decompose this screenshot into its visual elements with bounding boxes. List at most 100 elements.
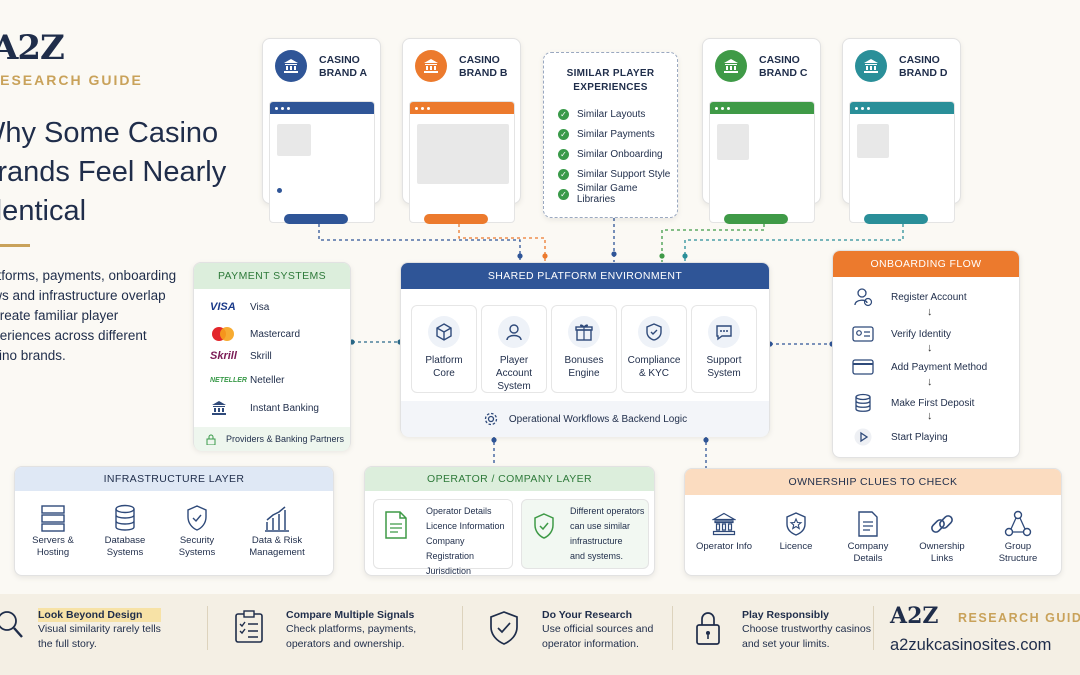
infrastructure-title: INFRASTRUCTURE LAYER	[15, 467, 333, 491]
subtitle-line-1: Platforms, payments, onboarding	[0, 268, 177, 283]
visa-logo: VISA	[210, 301, 236, 313]
onboarding-step: Make First Deposit	[851, 393, 974, 413]
subtitle-line-5: casino brands.	[0, 348, 66, 363]
footer-strip	[0, 594, 1080, 675]
operator-note-line: infrastructure	[570, 536, 623, 546]
shield-check-icon	[532, 512, 556, 540]
operator-layer-card: OPERATOR / COMPANY LAYER Operator Detail…	[364, 466, 655, 576]
brand-screen	[849, 101, 955, 224]
clue-operator-info: Operator Info	[689, 507, 759, 553]
brand-screen	[409, 101, 515, 224]
footer-logo: A2Z	[890, 603, 939, 629]
bar-chart-icon	[241, 501, 313, 535]
onboarding-step: Add Payment Method	[851, 359, 987, 375]
image-placeholder-icon	[417, 124, 509, 184]
subtitle-line-2: flows and infrastructure overlap	[0, 288, 166, 303]
play-icon	[851, 427, 875, 447]
onboarding-step: Register Account	[851, 287, 967, 307]
operator-note-line: can use similar	[570, 521, 631, 531]
bank-icon	[415, 50, 447, 82]
similar-item: ✓Similar Layouts	[558, 104, 677, 124]
brand-screen	[709, 101, 815, 224]
footer-site-link[interactable]: a2zukcasinosites.com	[890, 636, 1052, 654]
onboarding-title: ONBOARDING FLOW	[833, 251, 1019, 277]
subtitle-line-3: to create familiar player	[0, 308, 119, 323]
image-placeholder-icon	[277, 124, 311, 156]
footer-divider	[873, 606, 874, 650]
operator-title: OPERATOR / COMPANY LAYER	[365, 467, 654, 491]
building-icon	[689, 507, 759, 541]
module-compliance-kyc: Compliance& KYC	[621, 305, 687, 393]
title-line-2: Brands Feel Nearly	[0, 156, 227, 188]
brand-screen	[269, 101, 375, 224]
org-chart-icon	[983, 507, 1053, 541]
operator-note-line: and systems.	[570, 551, 624, 561]
infrastructure-layer-card: INFRASTRUCTURE LAYER Servers &Hosting Da…	[14, 466, 334, 576]
gear-icon	[483, 411, 499, 427]
clue-licence: Licence	[761, 507, 831, 553]
bank-icon	[855, 50, 887, 82]
id-card-icon	[851, 325, 875, 343]
title-divider	[0, 244, 30, 247]
operator-detail-item: Operator Details	[426, 506, 492, 516]
magnifier-icon	[0, 610, 24, 652]
operator-detail-item: Jurisdiction	[426, 566, 472, 576]
footer-logo-subtitle: RESEARCH GUIDE	[958, 611, 1080, 625]
page-subtitle: Platforms, payments, onboarding flows an…	[0, 266, 176, 366]
operator-detail-item: Licence Information	[426, 521, 505, 531]
user-icon	[498, 316, 530, 348]
arrow-down-icon: ↓	[927, 306, 933, 318]
footer-divider	[672, 606, 673, 650]
arrow-down-icon: ↓	[927, 410, 933, 422]
document-icon	[833, 507, 903, 541]
bank-icon	[715, 50, 747, 82]
operator-note-line: Different operators	[570, 506, 645, 516]
image-placeholder-icon	[857, 124, 889, 158]
shield-check-icon	[488, 610, 520, 652]
check-icon: ✓	[558, 128, 569, 140]
skrill-logo: Skrill	[210, 350, 237, 362]
document-icon	[384, 510, 408, 540]
ownership-title: OWNERSHIP CLUES TO CHECK	[685, 469, 1061, 495]
similar-item: ✓Similar Support Style	[558, 164, 677, 184]
check-icon: ✓	[558, 188, 569, 200]
link-icon	[907, 507, 977, 541]
onboarding-step: Verify Identity	[851, 325, 951, 343]
shield-check-icon	[638, 316, 670, 348]
checklist-icon	[234, 610, 264, 652]
onboarding-flow-card: ONBOARDING FLOW Register Account ↓ Verif…	[832, 250, 1020, 458]
similar-item: ✓Similar Game Libraries	[558, 183, 677, 205]
payment-item: Mastercard	[210, 326, 300, 342]
ownership-clues-card: OWNERSHIP CLUES TO CHECK Operator Info L…	[684, 468, 1062, 576]
similar-item: ✓Similar Onboarding	[558, 144, 677, 164]
page-title: Why Some Casino Brands Feel Nearly Ident…	[0, 114, 226, 231]
operator-details-box: Operator Details Licence Information Com…	[373, 499, 513, 576]
shared-platform-title: SHARED PLATFORM ENVIRONMENT	[401, 263, 769, 289]
payment-item: Instant Banking	[210, 400, 319, 416]
subtitle-line-4: experiences across different	[0, 328, 147, 343]
similar-list: ✓Similar Layouts ✓Similar Payments ✓Simi…	[558, 104, 677, 205]
onboarding-step: Start Playing	[851, 427, 948, 447]
check-icon: ✓	[558, 148, 569, 160]
mastercard-logo	[210, 326, 244, 342]
